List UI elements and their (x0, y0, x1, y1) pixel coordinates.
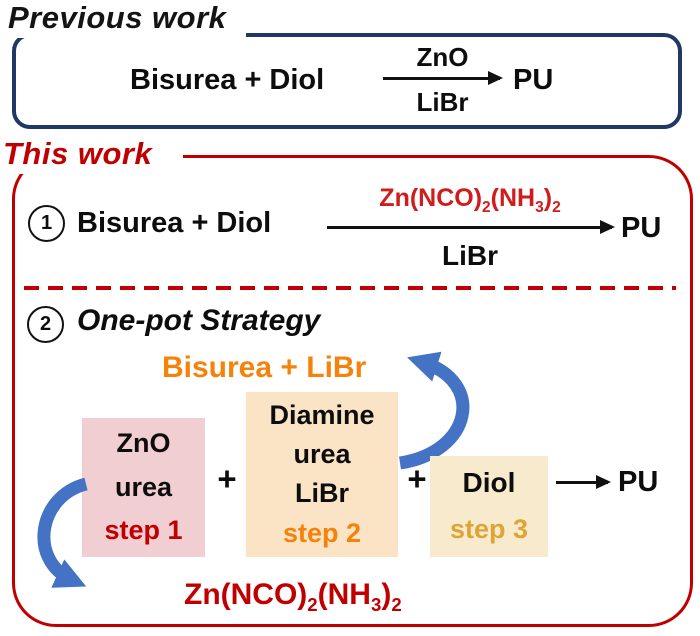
formula-subscript: 2 (307, 594, 318, 615)
previous-arrow-above-label: ZnO (416, 42, 469, 72)
step2-line2: urea (293, 439, 351, 470)
plus-sign-2: + (407, 460, 427, 497)
step2-label: step 2 (282, 517, 362, 548)
formula-part: ) (381, 578, 392, 611)
formula-subscript: 2 (391, 594, 402, 615)
this-work-box (12, 155, 693, 627)
route1-catalyst-formula: Zn(NCO)2(NH3)2 (330, 184, 610, 216)
route2-reaction-arrow-icon (556, 475, 611, 489)
route2-byproduct: Bisurea + LiBr (162, 351, 367, 384)
step1-line2: urea (114, 471, 173, 502)
curved-arrow-down-icon (37, 477, 89, 588)
formula-subscript: 3 (535, 199, 544, 216)
route1-reaction-arrow-icon (327, 220, 615, 234)
step1-label: step 1 (104, 515, 183, 546)
formula-subscript: 3 (370, 594, 382, 615)
step3-line1: Diol (462, 467, 516, 499)
step1-line1: ZnO (116, 427, 171, 458)
step2-box: Diamine urea LiBr step 2 (246, 392, 398, 557)
step2-line1: Diamine (269, 399, 375, 430)
formula-part: Zn(NCO) (379, 184, 483, 212)
this-work-title: This work (0, 136, 183, 174)
previous-arrow-below-label: LiBr (416, 87, 469, 117)
formula-subscript: 2 (552, 199, 561, 216)
step1-box: ZnO urea step 1 (82, 418, 205, 557)
step2-line3: LiBr (295, 478, 349, 509)
route2-heading: One-pot Strategy (77, 304, 321, 337)
step3-box: Diol step 3 (430, 456, 548, 557)
formula-subscript: 2 (482, 199, 491, 216)
route1-reactants: Bisurea + Diol (77, 207, 272, 239)
previous-reactants: Bisurea + Diol (130, 64, 325, 96)
route1-number-badge: 1 (28, 205, 65, 242)
formula-part: Zn(NCO) (184, 578, 308, 611)
curved-arrow-up-icon (398, 351, 470, 470)
route2-number-badge: 2 (27, 306, 64, 343)
previous-work-title: Previous work (0, 0, 246, 38)
plus-sign-1: + (217, 460, 237, 497)
route2-product: PU (618, 466, 659, 498)
route1-product: PU (621, 212, 662, 244)
previous-reaction-arrow-icon (383, 71, 503, 85)
formula-part: (NH (490, 184, 536, 212)
dashed-divider (24, 286, 676, 290)
step3-label: step 3 (449, 514, 529, 545)
formula-part: (NH (317, 578, 371, 611)
previous-product: PU (513, 64, 554, 96)
route1-arrow-below-label: LiBr (442, 240, 498, 271)
formula-part: ) (543, 184, 553, 212)
previous-work-box (12, 33, 682, 129)
route2-intermediate-formula: Zn(NCO)2(NH3)2 (184, 578, 402, 615)
